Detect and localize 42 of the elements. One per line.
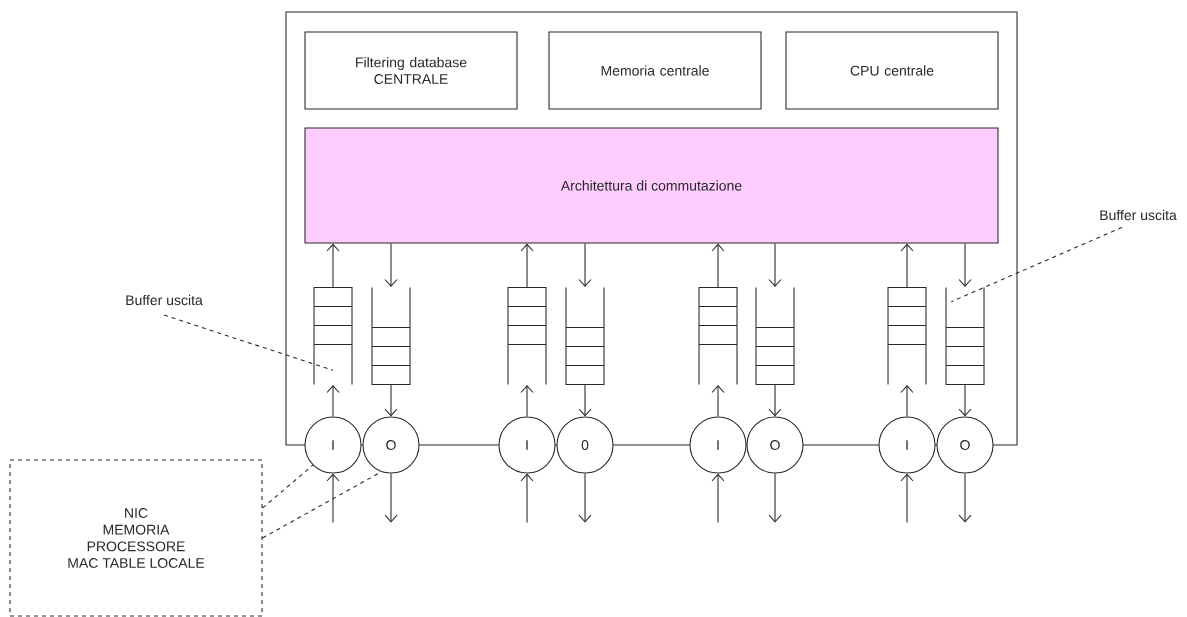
- arrow: [520, 473, 534, 524]
- arrow: [900, 473, 914, 524]
- buffer-queue: [887, 286, 927, 386]
- leader-line: [163, 314, 334, 371]
- arrow: [900, 385, 914, 417]
- leader-line: [950, 226, 1123, 303]
- arrow: [520, 243, 534, 288]
- arrow: [958, 384, 972, 417]
- component-box: Filtering database CENTRALE: [304, 31, 518, 110]
- arrow: [900, 243, 914, 288]
- arrow: [711, 473, 725, 524]
- arrow: [326, 473, 340, 524]
- callout-label: Buffer uscita: [1100, 209, 1177, 221]
- arrow: [326, 385, 340, 417]
- arrow: [958, 473, 972, 523]
- arrow: [384, 243, 398, 287]
- buffer-queue: [371, 286, 411, 386]
- buffer-queue: [698, 286, 738, 386]
- buffer-queue: [565, 286, 605, 386]
- arrow: [711, 243, 725, 288]
- arrow: [578, 384, 592, 417]
- buffer-queue: [313, 286, 353, 386]
- dashed-box: NIC MEMORIA PROCESSORE MAC TABLE LOCALE: [9, 459, 263, 617]
- buffer-queue: [507, 286, 547, 386]
- leader-line: [262, 471, 382, 539]
- callout-label: Buffer uscita: [126, 294, 203, 306]
- switching-box: Architettura di commutazione: [304, 127, 999, 244]
- arrow: [768, 243, 782, 287]
- component-box: CPU centrale: [785, 31, 999, 110]
- arrow: [520, 385, 534, 417]
- arrow: [326, 243, 340, 288]
- arrow: [578, 243, 592, 287]
- arrow: [711, 385, 725, 417]
- arrow: [958, 243, 972, 287]
- arrow: [384, 384, 398, 417]
- buffer-queue: [755, 286, 795, 386]
- arrow: [768, 473, 782, 523]
- component-box: Memoria centrale: [548, 31, 762, 110]
- arrow: [384, 473, 398, 523]
- arrow: [768, 384, 782, 417]
- buffer-queue: [945, 286, 985, 386]
- arrow: [578, 473, 592, 523]
